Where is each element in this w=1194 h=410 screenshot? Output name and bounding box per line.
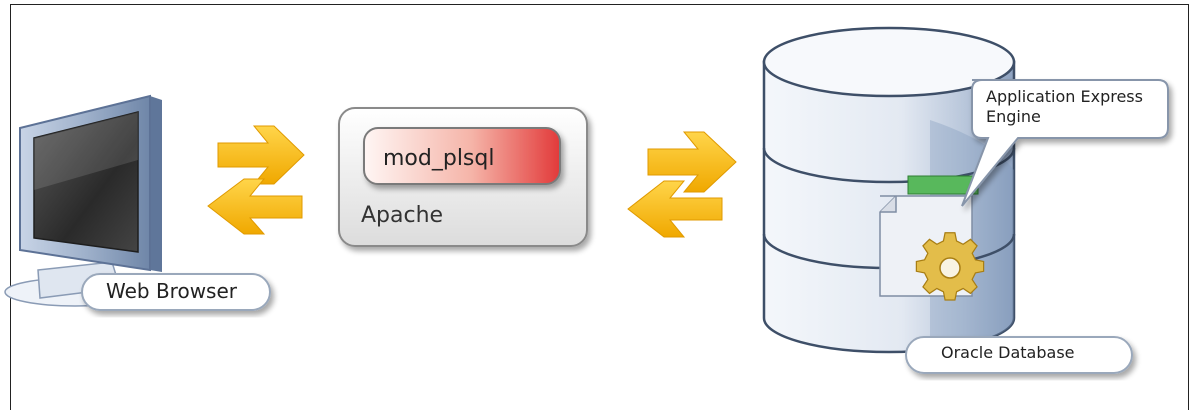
oracle-database-pill [905, 336, 1133, 374]
web-browser-label: Web Browser [106, 279, 238, 303]
diagram-frame [10, 4, 1189, 410]
oracle-database-label: Oracle Database [941, 343, 1075, 362]
exchange-arrows-icon [627, 131, 737, 238]
gear-icon [915, 232, 985, 301]
mod-plsql-label: mod_plsql [383, 146, 495, 171]
exchange-arrows-icon [207, 125, 305, 235]
web-browser-pill [81, 273, 271, 311]
engine-label: Application Express Engine [986, 87, 1143, 126]
monitor-icon [4, 94, 162, 307]
apache-label: Apache [361, 203, 444, 228]
mod-plsql-box [363, 127, 561, 185]
engine-callout [961, 79, 1169, 207]
